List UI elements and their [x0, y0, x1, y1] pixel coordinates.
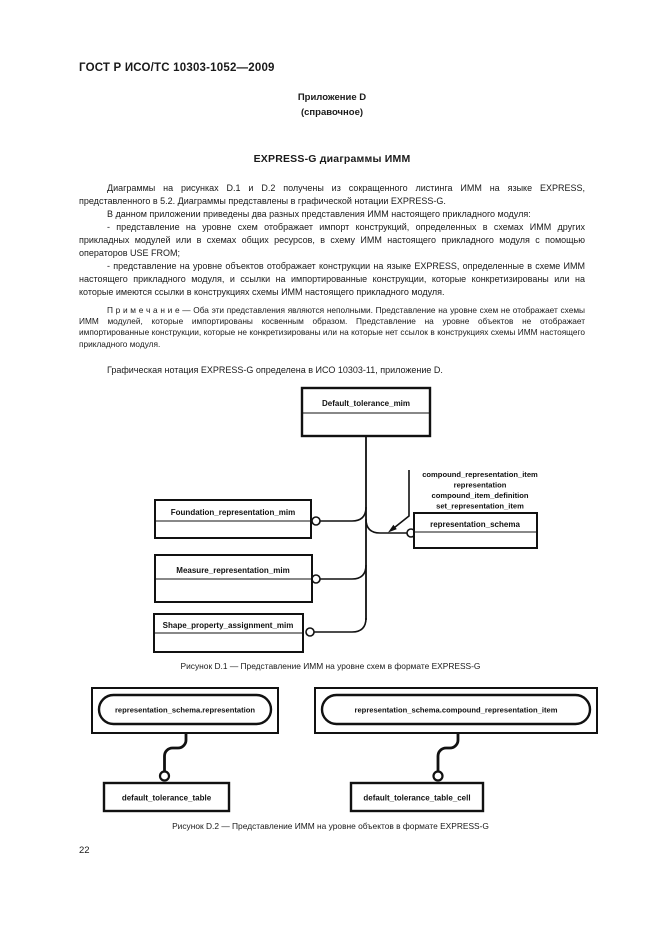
entity-label-default-tolerance-table: default_tolerance_table	[122, 794, 212, 803]
interfaced-oval-label: representation_schema.compound_represent…	[355, 706, 558, 715]
annex-subtitle: (справочное)	[300, 107, 364, 118]
entity-label-default-tolerance-table-cell: default_tolerance_table_cell	[363, 794, 470, 803]
page-number: 22	[79, 845, 90, 856]
annotation-leader-line	[391, 470, 410, 531]
schema-label-representation-schema: representation_schema	[430, 520, 520, 529]
note-paragraph: П р и м е ч а н и е — Оба эти представле…	[79, 305, 585, 349]
entity-box-default-tolerance-table	[102, 781, 231, 813]
attribute-line-left	[163, 733, 188, 772]
usefrom-line-measure	[320, 564, 367, 580]
circle-connector-foundation	[311, 516, 321, 526]
annex-title: Приложение D	[297, 92, 367, 103]
entity-box-default-tolerance-table-cell	[349, 781, 485, 813]
schema-label-shape-property-assignment-mim: Shape_property_assignment_mim	[163, 621, 294, 630]
body-text: Диаграммы на рисунках D.1 и D.2 получены…	[79, 182, 585, 377]
paragraph-6: Графическая нотация EXPRESS-G определена…	[107, 364, 443, 375]
schema-box-representation-schema	[413, 512, 538, 549]
circle-connector-measure	[311, 574, 321, 584]
figure-d2-caption: Рисунок D.2 — Представление ИММ на уровн…	[172, 821, 489, 831]
interfaced-item-label: representation	[454, 481, 507, 490]
figure-d2-diagram: representation_schema.representation def…	[91, 687, 598, 813]
usefrom-line-representation	[365, 518, 407, 534]
usefrom-line-shape	[314, 617, 367, 633]
schema-box-default-tolerance-mim	[300, 386, 432, 438]
doc-number: ГОСТ Р ИСО/ТС 10303-1052—2009	[79, 62, 275, 74]
interfaced-oval-compound-representation-item	[320, 693, 592, 726]
interfaced-item-label: compound_representation_item	[422, 470, 538, 479]
circle-connector-right	[432, 770, 444, 782]
paragraph-3: - представление на уровне схем отображае…	[79, 222, 585, 258]
interfaced-item-label: compound_item_definition	[431, 491, 528, 500]
attribute-line-right	[436, 733, 460, 772]
interfaced-oval-label: representation_schema.representation	[115, 706, 255, 715]
schema-label-foundation-representation-mim: Foundation_representation_mim	[171, 508, 295, 517]
circle-connector-left	[158, 770, 171, 782]
figure-d1-caption: Рисунок D.1 — Представление ИММ на уровн…	[180, 661, 481, 671]
annex-heading: Приложение D (справочное)	[79, 90, 585, 120]
interfaced-item-label: set_representation_item	[436, 502, 524, 511]
usefrom-line-foundation	[320, 506, 367, 522]
circle-connector-shape	[305, 627, 315, 637]
annotation-arrowhead	[388, 524, 397, 533]
interfaced-oval-representation	[97, 693, 273, 726]
schema-label-default-tolerance-mim: Default_tolerance_mim	[322, 399, 410, 408]
schema-box-foundation-representation-mim	[154, 499, 312, 539]
paragraph-4: - представление на уровне объектов отобр…	[79, 261, 585, 297]
schema-label-measure-representation-mim: Measure_representation_mim	[176, 566, 289, 575]
paragraph-2: В данном приложении приведены два разных…	[107, 209, 531, 219]
section-heading: EXPRESS-G диаграммы ИММ	[253, 153, 411, 165]
paragraph-1: Диаграммы на рисунках D.1 и D.2 получены…	[79, 183, 585, 206]
figure-d1-diagram: Default_tolerance_mim Foundation_represe…	[153, 386, 538, 653]
